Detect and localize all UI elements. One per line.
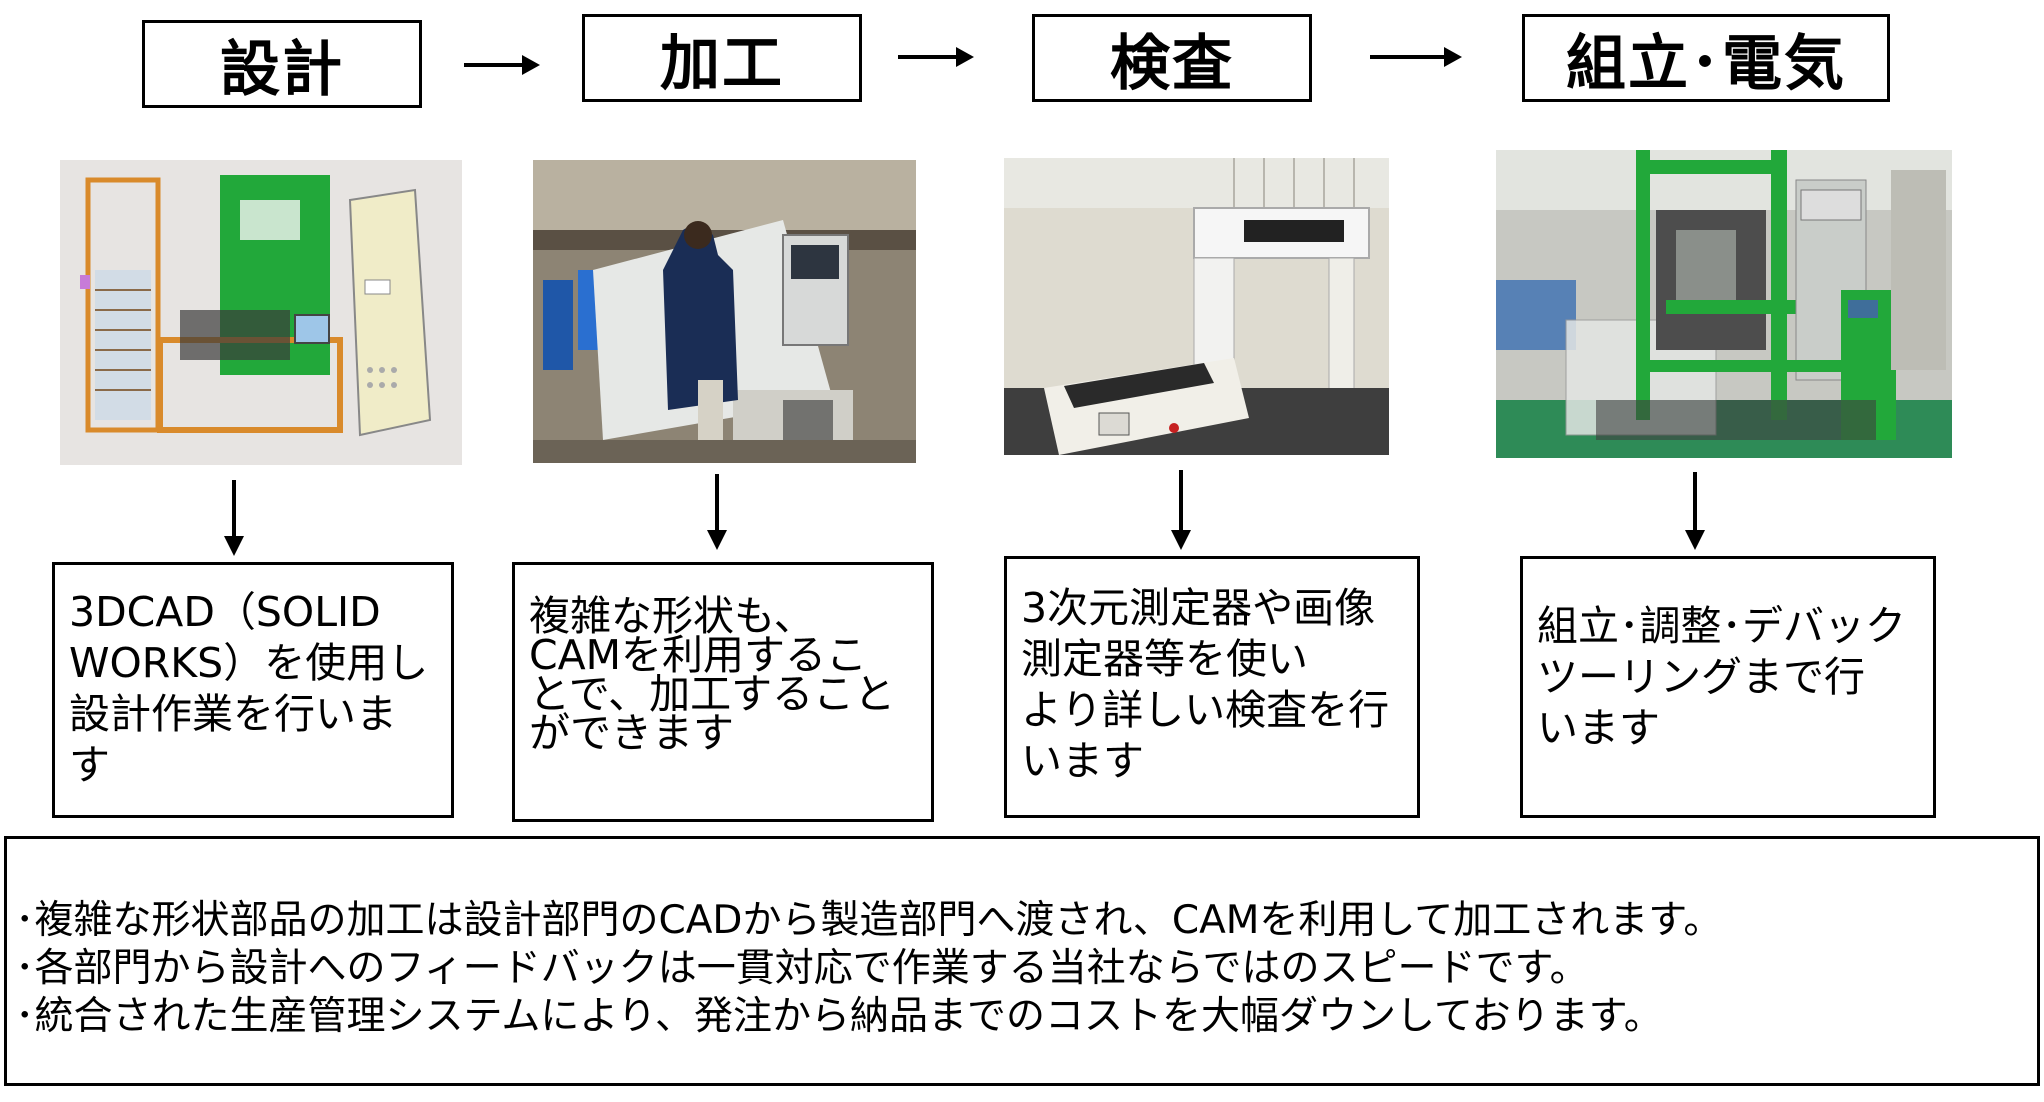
step-machining: 加工 xyxy=(582,14,862,102)
summary-box: ･複雑な形状部品の加工は設計部門のCADから製造部門へ渡され、CAMを利用して加… xyxy=(4,836,2040,1086)
cmm-inspection-photo xyxy=(1004,158,1389,455)
step-label: 設計 xyxy=(220,34,344,105)
description-design: 3DCAD（SOLID WORKS）を使用し 設計作業を行いま す xyxy=(52,562,454,818)
description-inspection: 3次元測定器や画像 測定器等を使い より詳しい検査を行 います xyxy=(1004,556,1420,818)
down-arrow-icon xyxy=(224,480,244,556)
step-inspection: 検査 xyxy=(1032,14,1312,102)
3d-cad-model-photo xyxy=(60,160,462,465)
description-machining: 複雑な形状も、 CAMを利用するこ とで、加工すること ができます xyxy=(512,562,934,822)
down-arrow-icon xyxy=(707,474,727,550)
summary-line: ･各部門から設計へのフィードバックは一貫対応で作業する当社ならではのスピードです… xyxy=(15,946,1589,991)
step-assembly-electric: 組立･電気 xyxy=(1522,14,1890,102)
down-arrow-icon xyxy=(1685,472,1705,550)
down-arrow-icon xyxy=(1171,470,1191,550)
step-label: 検査 xyxy=(1110,28,1234,99)
step-label: 組立･電気 xyxy=(1566,28,1846,99)
summary-line: ･複雑な形状部品の加工は設計部門のCADから製造部門へ渡され、CAMを利用して加… xyxy=(15,898,1723,943)
lathe-operator-photo xyxy=(533,160,916,463)
right-arrow-icon xyxy=(898,47,974,67)
summary-line: ･統合された生産管理システムにより、発注から納品までのコストを大幅ダウンしており… xyxy=(15,994,1663,1039)
description-assembly: 組立･調整･デバック ツーリングまで行 います xyxy=(1520,556,1936,818)
step-label: 加工 xyxy=(660,28,784,99)
step-design: 設計 xyxy=(142,20,422,108)
right-arrow-icon xyxy=(464,55,540,75)
assembled-machine-photo xyxy=(1496,150,1952,458)
right-arrow-icon xyxy=(1370,47,1462,67)
